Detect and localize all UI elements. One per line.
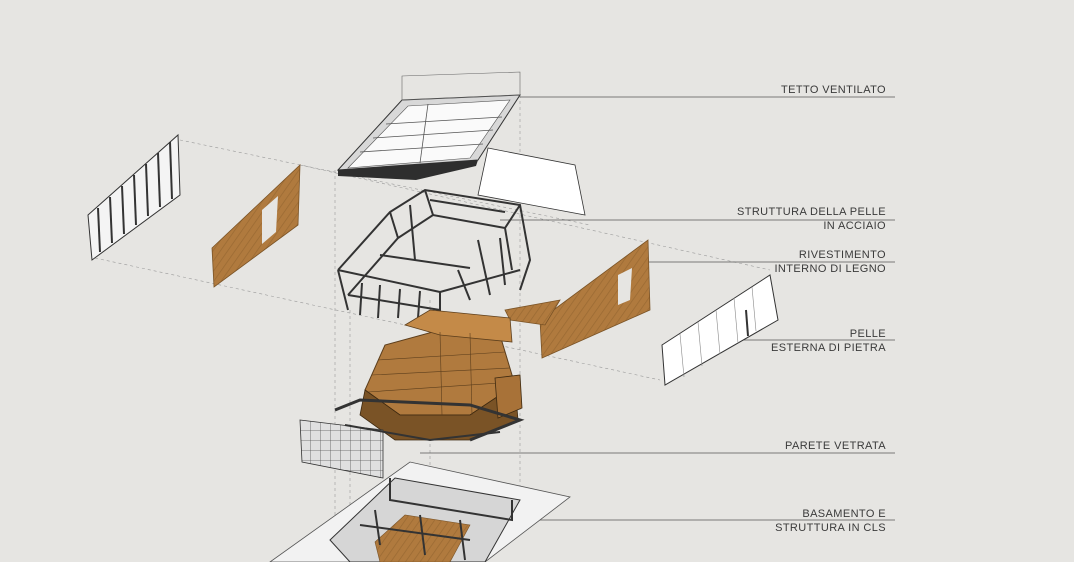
steel-skin-structure [337, 188, 532, 319]
ventilated-roof [336, 71, 521, 180]
right-wood-panel [504, 239, 651, 359]
central-wood-volume [359, 309, 523, 441]
label-steel-line2: IN ACCIAIO [823, 220, 886, 232]
left-skin-panel [87, 133, 181, 261]
right-stone-skin [661, 274, 779, 386]
label-glass-text: PARETE VETRATA [785, 440, 886, 452]
label-base-line1: BASAMENTO E [802, 508, 886, 520]
label-wood-line1: RIVESTIMENTO [798, 249, 886, 261]
label-stone-skin: PELLE ESTERNA DI PIETRA [771, 327, 886, 355]
label-steel-line1: STRUTTURA DELLA PELLE [736, 206, 886, 218]
label-stone-line2: ESTERNA DI PIETRA [771, 342, 886, 354]
left-wood-panel [211, 164, 301, 288]
label-stone-line1: PELLE [849, 328, 886, 340]
concrete-base [269, 461, 571, 562]
label-roof-text: TETTO VENTILATO [780, 84, 886, 96]
label-base-line2: STRUTTURA IN CLS [775, 522, 886, 534]
leader-lines [420, 96, 895, 521]
label-steel-structure: STRUTTURA DELLA PELLE IN ACCIAIO [737, 205, 886, 233]
label-wood-cladding: RIVESTIMENTO INTERNO DI LEGNO [774, 248, 886, 276]
roof-side-panel [477, 147, 586, 216]
left-wood-opening [262, 196, 278, 244]
label-wood-line2: INTERNO DI LEGNO [774, 263, 886, 275]
label-glazed-wall: PARETE VETRATA [785, 439, 886, 453]
label-concrete-base: BASAMENTO E STRUTTURA IN CLS [775, 507, 886, 535]
glazed-wall [299, 398, 525, 479]
label-roof: TETTO VENTILATO [781, 83, 886, 97]
